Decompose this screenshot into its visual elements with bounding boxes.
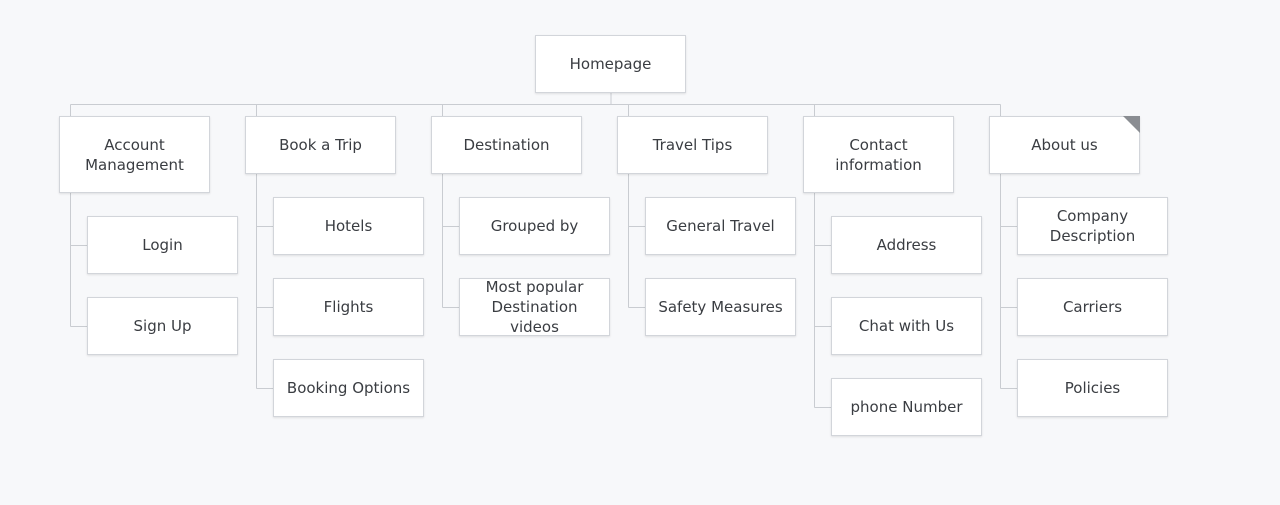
node-homepage[interactable]: Homepage [535, 35, 686, 93]
node-about-child[interactable]: Carriers [1017, 278, 1168, 336]
node-destination[interactable]: Destination [431, 116, 582, 174]
page-corner-fold-icon [1123, 116, 1140, 133]
node-contact-child[interactable]: phone Number [831, 378, 982, 436]
node-contact-child[interactable]: Chat with Us [831, 297, 982, 355]
node-book-trip[interactable]: Book a Trip [245, 116, 396, 174]
node-travel-tips[interactable]: Travel Tips [617, 116, 768, 174]
node-contact[interactable]: Contact information [803, 116, 954, 193]
node-destination-child[interactable]: Most popular Destination videos [459, 278, 610, 336]
node-travel-tips-child[interactable]: General Travel [645, 197, 796, 255]
node-about[interactable]: About us [989, 116, 1140, 174]
node-book-trip-child[interactable]: Booking Options [273, 359, 424, 417]
node-about-child[interactable]: Company Description [1017, 197, 1168, 255]
node-book-trip-child[interactable]: Flights [273, 278, 424, 336]
node-account-child[interactable]: Login [87, 216, 238, 274]
node-travel-tips-child[interactable]: Safety Measures [645, 278, 796, 336]
node-book-trip-child[interactable]: Hotels [273, 197, 424, 255]
node-account-child[interactable]: Sign Up [87, 297, 238, 355]
node-about-child[interactable]: Policies [1017, 359, 1168, 417]
node-destination-child[interactable]: Grouped by [459, 197, 610, 255]
node-account[interactable]: Account Management [59, 116, 210, 193]
node-contact-child[interactable]: Address [831, 216, 982, 274]
